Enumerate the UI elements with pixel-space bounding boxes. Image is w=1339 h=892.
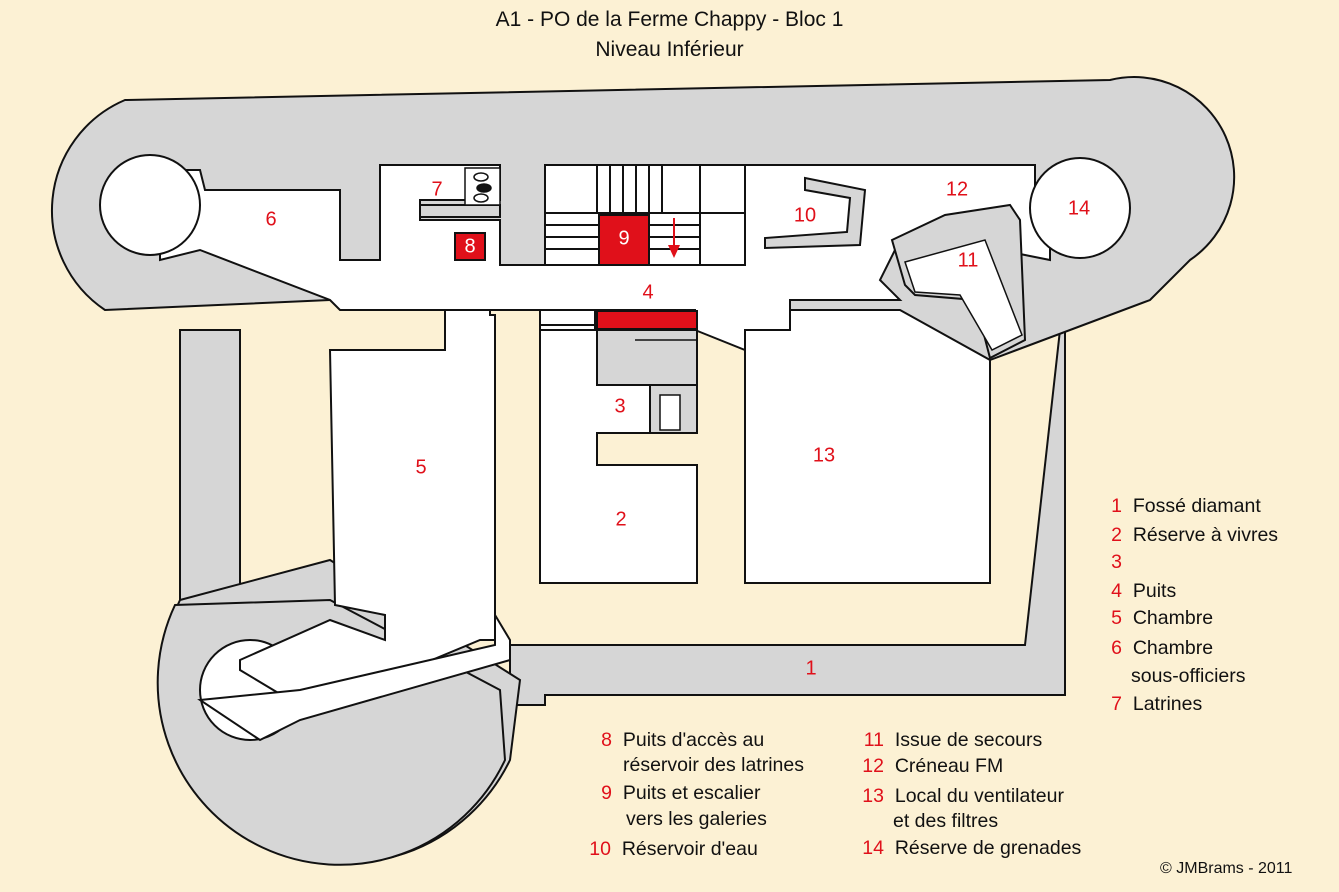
legend-item-9: 9 Puits et escalier (601, 782, 761, 804)
room-13 (744, 309, 991, 584)
left-tower (99, 154, 201, 256)
label-3: 3 (614, 395, 625, 417)
legend-item-13: 13 Local du ventilateur (862, 785, 1064, 807)
descent-arrow-head (668, 245, 680, 258)
copyright-notice: © JMBrams - 2011 (1160, 860, 1293, 877)
label-latrine-well: 8 (464, 235, 475, 257)
toilet-2 (476, 183, 492, 193)
well-8 (454, 232, 486, 261)
legend-item-11: 11 Issue de secours (863, 729, 1043, 751)
plan-title: A1 - PO de la Ferme Chappy - Bloc 1 (495, 8, 844, 31)
legend-item-9-cont: vers les galeries (626, 808, 767, 830)
legend-item-10: 10 Réservoir d'eau (589, 838, 758, 860)
well-4 (596, 310, 698, 330)
label-fm-embrasure: 12 (946, 178, 968, 200)
well-9 (598, 214, 650, 266)
label-emergency-exit: 11 (958, 249, 979, 271)
legend-item-12: 12 Créneau FM (862, 755, 1004, 777)
latrines-partition (419, 204, 501, 218)
legend-item-7: 7 Latrines (1111, 693, 1203, 715)
legend-item-8: 8 Puits d'accès au (601, 729, 765, 751)
legend-item-13-cont: et des filtres (893, 810, 999, 832)
legend-item-2: 2 Réserve à vivres (1111, 524, 1279, 546)
label-food-store: 2 (615, 508, 626, 530)
label-water-tank: 10 (794, 204, 816, 226)
legend-item-6-cont: sous-officiers (1131, 665, 1246, 687)
label-grenade-store: 14 (1068, 197, 1090, 219)
stair-3-inner (659, 394, 681, 431)
legend-item-4: 4 Puits (1111, 580, 1177, 602)
legend-item-14: 14 Réserve de grenades (862, 837, 1082, 859)
legend-item-1: 1 Fossé diamant (1111, 495, 1261, 517)
right-tower (1029, 157, 1131, 259)
label-ditch: 1 (805, 657, 816, 679)
label-stair-well: 9 (618, 227, 629, 249)
diamond-ditch (179, 329, 241, 601)
label-nco-room: 6 (265, 208, 276, 230)
label-ventilator-room: 13 (813, 444, 835, 466)
legend-item-5: 5 Chambre (1111, 607, 1214, 629)
label-latrines: 7 (431, 178, 442, 200)
legend-item-8-cont: réservoir des latrines (623, 754, 804, 776)
legend-item-3: 3 (1111, 551, 1122, 573)
bottom-left-corridor (197, 611, 511, 742)
legend-item-6: 6 Chambre (1111, 637, 1214, 659)
toilet-1 (473, 172, 489, 182)
water-tank-10 (764, 176, 867, 250)
diamond-ditch-right (509, 329, 1066, 706)
plan-subtitle: Niveau Inférieur (595, 38, 744, 61)
exit-shaft (904, 239, 1023, 351)
stair-3-upper (596, 329, 698, 386)
label-well: 4 (642, 281, 653, 303)
toilet-3 (473, 193, 489, 203)
label-room: 5 (415, 456, 426, 478)
